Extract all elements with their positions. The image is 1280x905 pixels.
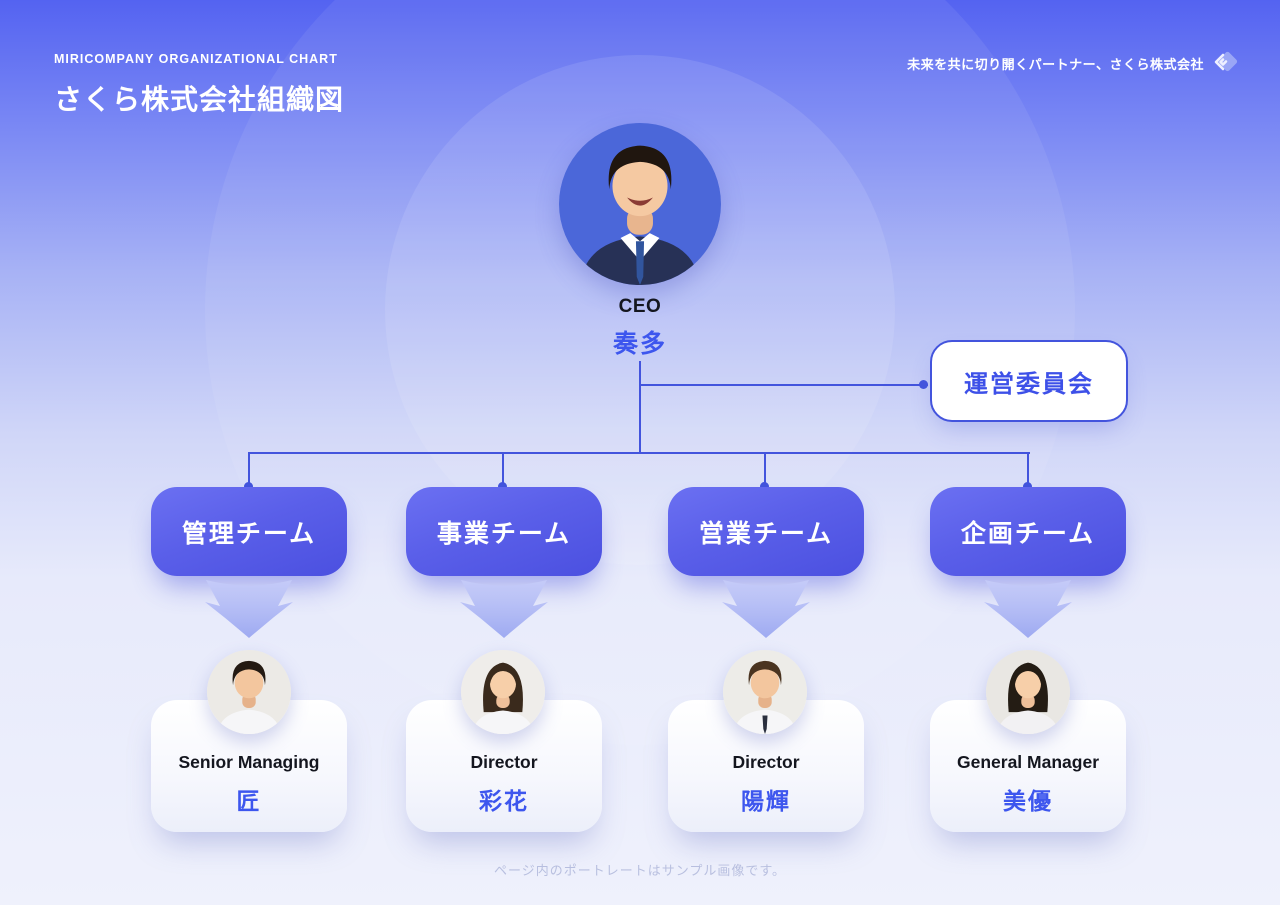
- member-name: 美優: [1003, 788, 1053, 814]
- team-box-admin: 管理チーム: [151, 487, 347, 576]
- down-arrow-icon: [205, 580, 293, 638]
- tagline: 未来を共に切り開くパートナー、さくら株式会社: [907, 56, 1204, 72]
- team-box-sales: 営業チーム: [668, 487, 864, 576]
- committee-box: 運営委員会: [930, 340, 1128, 422]
- female-portrait-icon: [986, 650, 1070, 734]
- member-name: 彩花: [479, 788, 529, 814]
- team-label: 営業チーム: [698, 519, 834, 548]
- connector-drop-3: [764, 452, 766, 486]
- ceo-name: 奏多: [612, 330, 667, 358]
- connector-drop-4: [1027, 452, 1029, 486]
- member-role: Director: [732, 752, 800, 772]
- connector-dot-3: [760, 482, 769, 491]
- member-name: 陽輝: [741, 788, 791, 814]
- male-portrait-icon: [723, 650, 807, 734]
- connector-dot-2: [498, 482, 507, 491]
- ceo-portrait-icon: [559, 123, 721, 285]
- member-role: General Manager: [957, 752, 1099, 772]
- team-label: 事業チーム: [436, 519, 572, 548]
- team-label: 管理チーム: [181, 519, 317, 548]
- committee-label: 運営委員会: [964, 370, 1094, 398]
- connector-dot-4: [1023, 482, 1032, 491]
- connector-committee-branch: [640, 384, 928, 386]
- diamond-logo-icon: [1212, 50, 1238, 76]
- team-box-planning: 企画チーム: [930, 487, 1126, 576]
- member-role: Senior Managing: [178, 752, 320, 772]
- down-arrow-icon: [722, 580, 810, 638]
- member-avatar: [986, 650, 1070, 734]
- down-arrow-icon: [984, 580, 1072, 638]
- team-box-business: 事業チーム: [406, 487, 602, 576]
- down-arrow-icon: [460, 580, 548, 638]
- male-portrait-icon: [207, 650, 291, 734]
- team-label: 企画チーム: [960, 519, 1096, 548]
- member-avatar: [461, 650, 545, 734]
- connector-committee-dot: [919, 380, 928, 389]
- member-avatar: [207, 650, 291, 734]
- sample-image-note: ページ内のポートレートはサンプル画像です。: [493, 863, 787, 878]
- page-title: さくら株式会社組織図: [54, 84, 345, 115]
- ceo-title: CEO: [618, 296, 662, 317]
- connector-dot-1: [244, 482, 253, 491]
- member-role: Director: [470, 752, 538, 772]
- connector-ceo-vertical: [639, 361, 641, 454]
- female-portrait-icon: [461, 650, 545, 734]
- member-avatar: [723, 650, 807, 734]
- member-name: 匠: [236, 788, 262, 814]
- eyebrow-title: MIRICOMPANY ORGANIZATIONAL CHART: [54, 52, 338, 66]
- connector-horizontal: [248, 452, 1030, 454]
- connector-drop-1: [248, 452, 250, 486]
- ceo-avatar: [559, 123, 721, 285]
- header-tagline-group: 未来を共に切り開くパートナー、さくら株式会社: [907, 50, 1238, 76]
- connector-drop-2: [502, 452, 504, 486]
- member-card: Senior Managing 匠: [151, 700, 347, 832]
